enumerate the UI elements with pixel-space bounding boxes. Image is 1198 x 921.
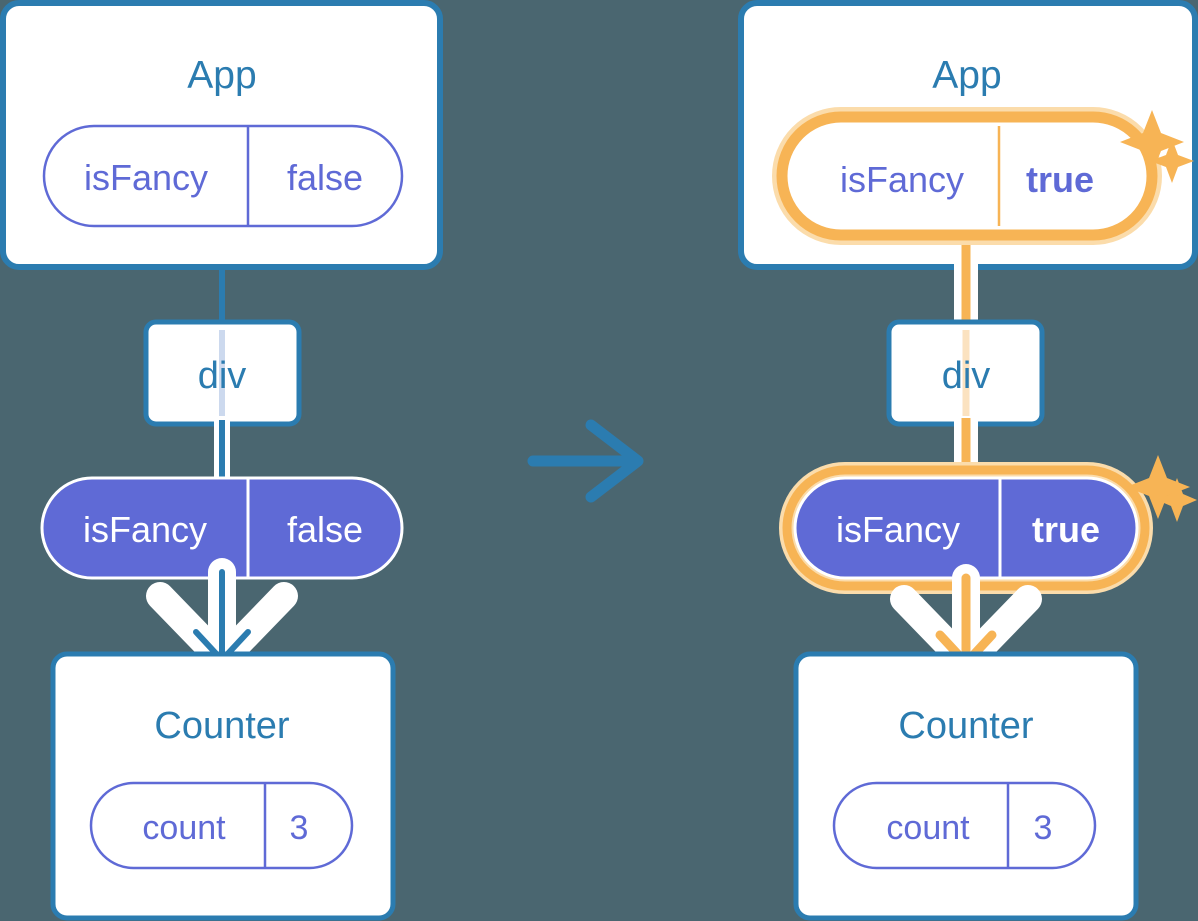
props-pill-key-right: isFancy (836, 509, 960, 550)
app-state-pill-key-left: isFancy (84, 157, 208, 198)
div-label-right: div (942, 355, 991, 397)
props-pill-value-left: false (287, 509, 363, 550)
counter-state-pill-left (89, 781, 354, 870)
app-state-pill-left (42, 124, 404, 228)
counter-state-pill-key-left: count (142, 809, 226, 847)
sparkle-small-app-icon (1150, 139, 1194, 183)
div-label-left: div (198, 355, 247, 397)
app-title-right: App (932, 54, 1001, 97)
app-state-pill-value-right: true (1026, 159, 1094, 200)
counter-state-pill-key-right: count (886, 809, 970, 847)
counter-state-pill-value-right: 3 (1034, 809, 1053, 847)
counter-state-pill-right (832, 781, 1097, 870)
app-state-pill-key-right: isFancy (840, 159, 964, 200)
app-state-pill-value-left: false (287, 157, 363, 198)
counter-title-left: Counter (154, 705, 290, 747)
counter-state-pill-value-left: 3 (290, 809, 309, 847)
sparkle-large-app-icon (1120, 110, 1184, 174)
app-title-left: App (187, 54, 256, 97)
props-pill-key-left: isFancy (83, 509, 207, 550)
sparkle-large-props-icon (1126, 455, 1190, 519)
props-pill-value-right: true (1032, 509, 1100, 550)
sparkle-small-props-icon (1157, 478, 1197, 522)
counter-title-right: Counter (898, 705, 1034, 747)
arrow-right-icon (527, 419, 644, 503)
app-state-pill-ring-right (776, 111, 1158, 241)
